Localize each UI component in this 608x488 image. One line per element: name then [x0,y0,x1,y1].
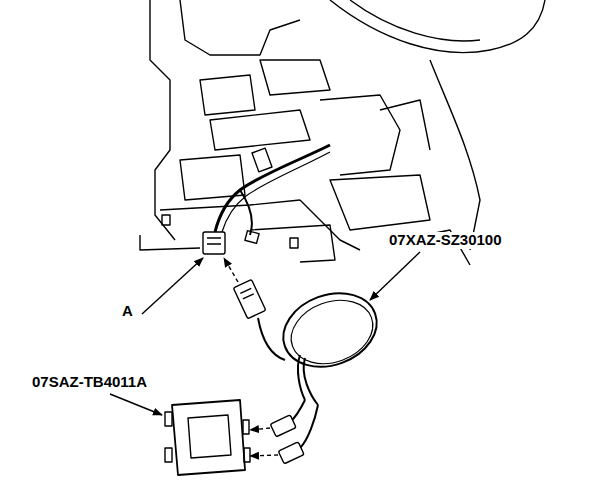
part-number: 07XAZ-SZ30100 [388,232,503,249]
part-number: 07SAZ-TB4011A [31,374,148,391]
callout-letter: A [121,303,134,320]
